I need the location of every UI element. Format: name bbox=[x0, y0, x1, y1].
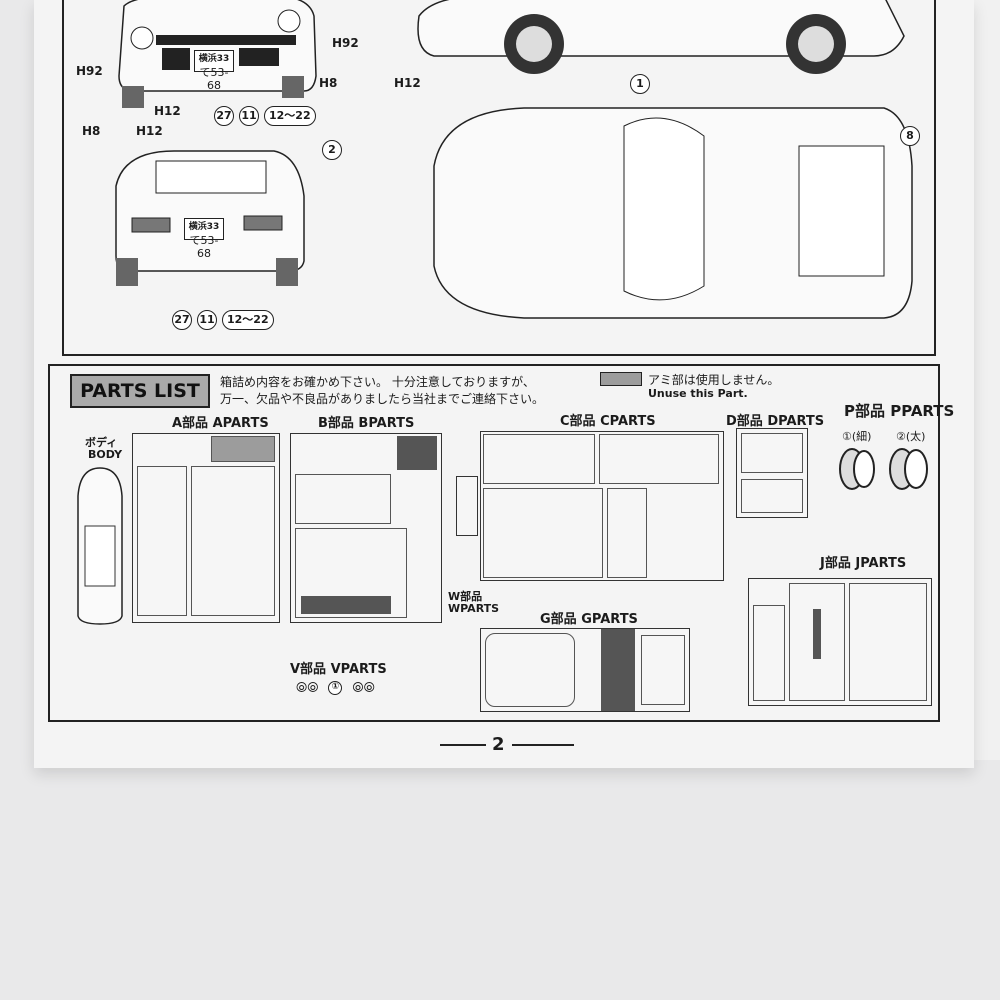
w-parts-label: W部品 bbox=[448, 590, 483, 603]
unused-note-jp: アミ部は使用しません。 bbox=[648, 373, 780, 387]
w-parts-label-en: WPARTS bbox=[448, 602, 500, 615]
decal-number: 11 bbox=[239, 106, 259, 126]
page-rule-right bbox=[512, 744, 574, 746]
plate-number: て53-68 bbox=[189, 234, 219, 260]
callout-h92-left: H92 bbox=[76, 64, 103, 78]
w-parts-runner bbox=[456, 476, 478, 536]
front-license-plate: 横浜33 て53-68 bbox=[194, 50, 234, 92]
g-parts-label: G部品 GPARTS bbox=[540, 612, 638, 627]
page-number: 2 bbox=[492, 734, 505, 755]
b-parts-runner bbox=[290, 433, 442, 623]
notice-line-2: 万一、欠品や不良品がありましたら当社までご連絡下さい。 bbox=[220, 392, 545, 406]
callout-2: 2 bbox=[322, 140, 342, 160]
body-label-jp: ボディ bbox=[85, 436, 118, 449]
plate-region: 横浜33 bbox=[188, 222, 220, 232]
callout-h12-right: H12 bbox=[394, 76, 421, 90]
parts-list-title: PARTS LIST bbox=[70, 374, 210, 408]
callout-8: 8 bbox=[900, 126, 920, 146]
p-parts-label: P部品 PPARTS bbox=[844, 402, 955, 420]
callout-h8-left: H8 bbox=[82, 124, 101, 138]
rear-decals: 27 11 12〜22 bbox=[172, 310, 274, 330]
v-parts: ⦾⦾ ① ⦾⦾ bbox=[296, 680, 375, 696]
washer-icon: ⦾⦾ bbox=[296, 680, 319, 696]
p-part-1-label: ①(細) bbox=[842, 430, 872, 443]
decal-number: 27 bbox=[214, 106, 234, 126]
j-parts-runner bbox=[748, 578, 932, 706]
a-parts-runner bbox=[132, 433, 280, 623]
d-parts-label: D部品 DPARTS bbox=[726, 414, 825, 429]
front-decals: 27 11 12〜22 bbox=[214, 106, 316, 126]
v-parts-label: V部品 VPARTS bbox=[290, 662, 387, 677]
callout-h12-left: H12 bbox=[136, 124, 163, 138]
v-part-1: ① bbox=[328, 681, 343, 695]
parts-list-section: PARTS LIST 箱詰め内容をお確かめ下さい。 十分注意しておりますが、 万… bbox=[48, 364, 954, 722]
callout-h8-right: H8 bbox=[319, 76, 338, 90]
b-parts-label: B部品 BPARTS bbox=[318, 416, 415, 431]
c-parts-label: C部品 CPARTS bbox=[560, 414, 656, 429]
body-label-en: BODY bbox=[88, 448, 123, 461]
tires bbox=[839, 448, 928, 490]
j-parts-label: J部品 JPARTS bbox=[820, 556, 907, 571]
body-drawing bbox=[77, 467, 123, 625]
plate-number: て53-68 bbox=[199, 66, 229, 92]
decal-number: 11 bbox=[197, 310, 217, 330]
d-parts-runner bbox=[736, 428, 808, 518]
callout-h92-right: H92 bbox=[332, 36, 359, 50]
plate-region: 横浜33 bbox=[198, 54, 230, 64]
rear-license-plate: 横浜33 て53-68 bbox=[184, 218, 224, 260]
washer-icon: ⦾⦾ bbox=[352, 680, 375, 696]
unused-swatch bbox=[600, 372, 642, 386]
decal-number: 27 bbox=[172, 310, 192, 330]
c-parts-runner bbox=[480, 431, 724, 581]
g-parts-runner bbox=[480, 628, 690, 712]
a-parts-label: A部品 APARTS bbox=[172, 416, 269, 431]
decal-range: 12〜22 bbox=[264, 106, 316, 126]
page-rule-left bbox=[440, 744, 486, 746]
p-part-2-label: ②(太) bbox=[896, 430, 926, 443]
assembly-diagram: H92 H92 H12 H8 H12 H8 H12 横浜33 て53-68 横浜3… bbox=[62, 0, 936, 356]
decal-range: 12〜22 bbox=[222, 310, 274, 330]
notice-line-1: 箱詰め内容をお確かめ下さい。 十分注意しておりますが、 bbox=[220, 375, 535, 389]
callout-1: 1 bbox=[630, 74, 650, 94]
car-line-drawings bbox=[115, 0, 913, 319]
unused-note-en: Unuse this Part. bbox=[648, 387, 748, 400]
callout-h12: H12 bbox=[154, 104, 181, 118]
